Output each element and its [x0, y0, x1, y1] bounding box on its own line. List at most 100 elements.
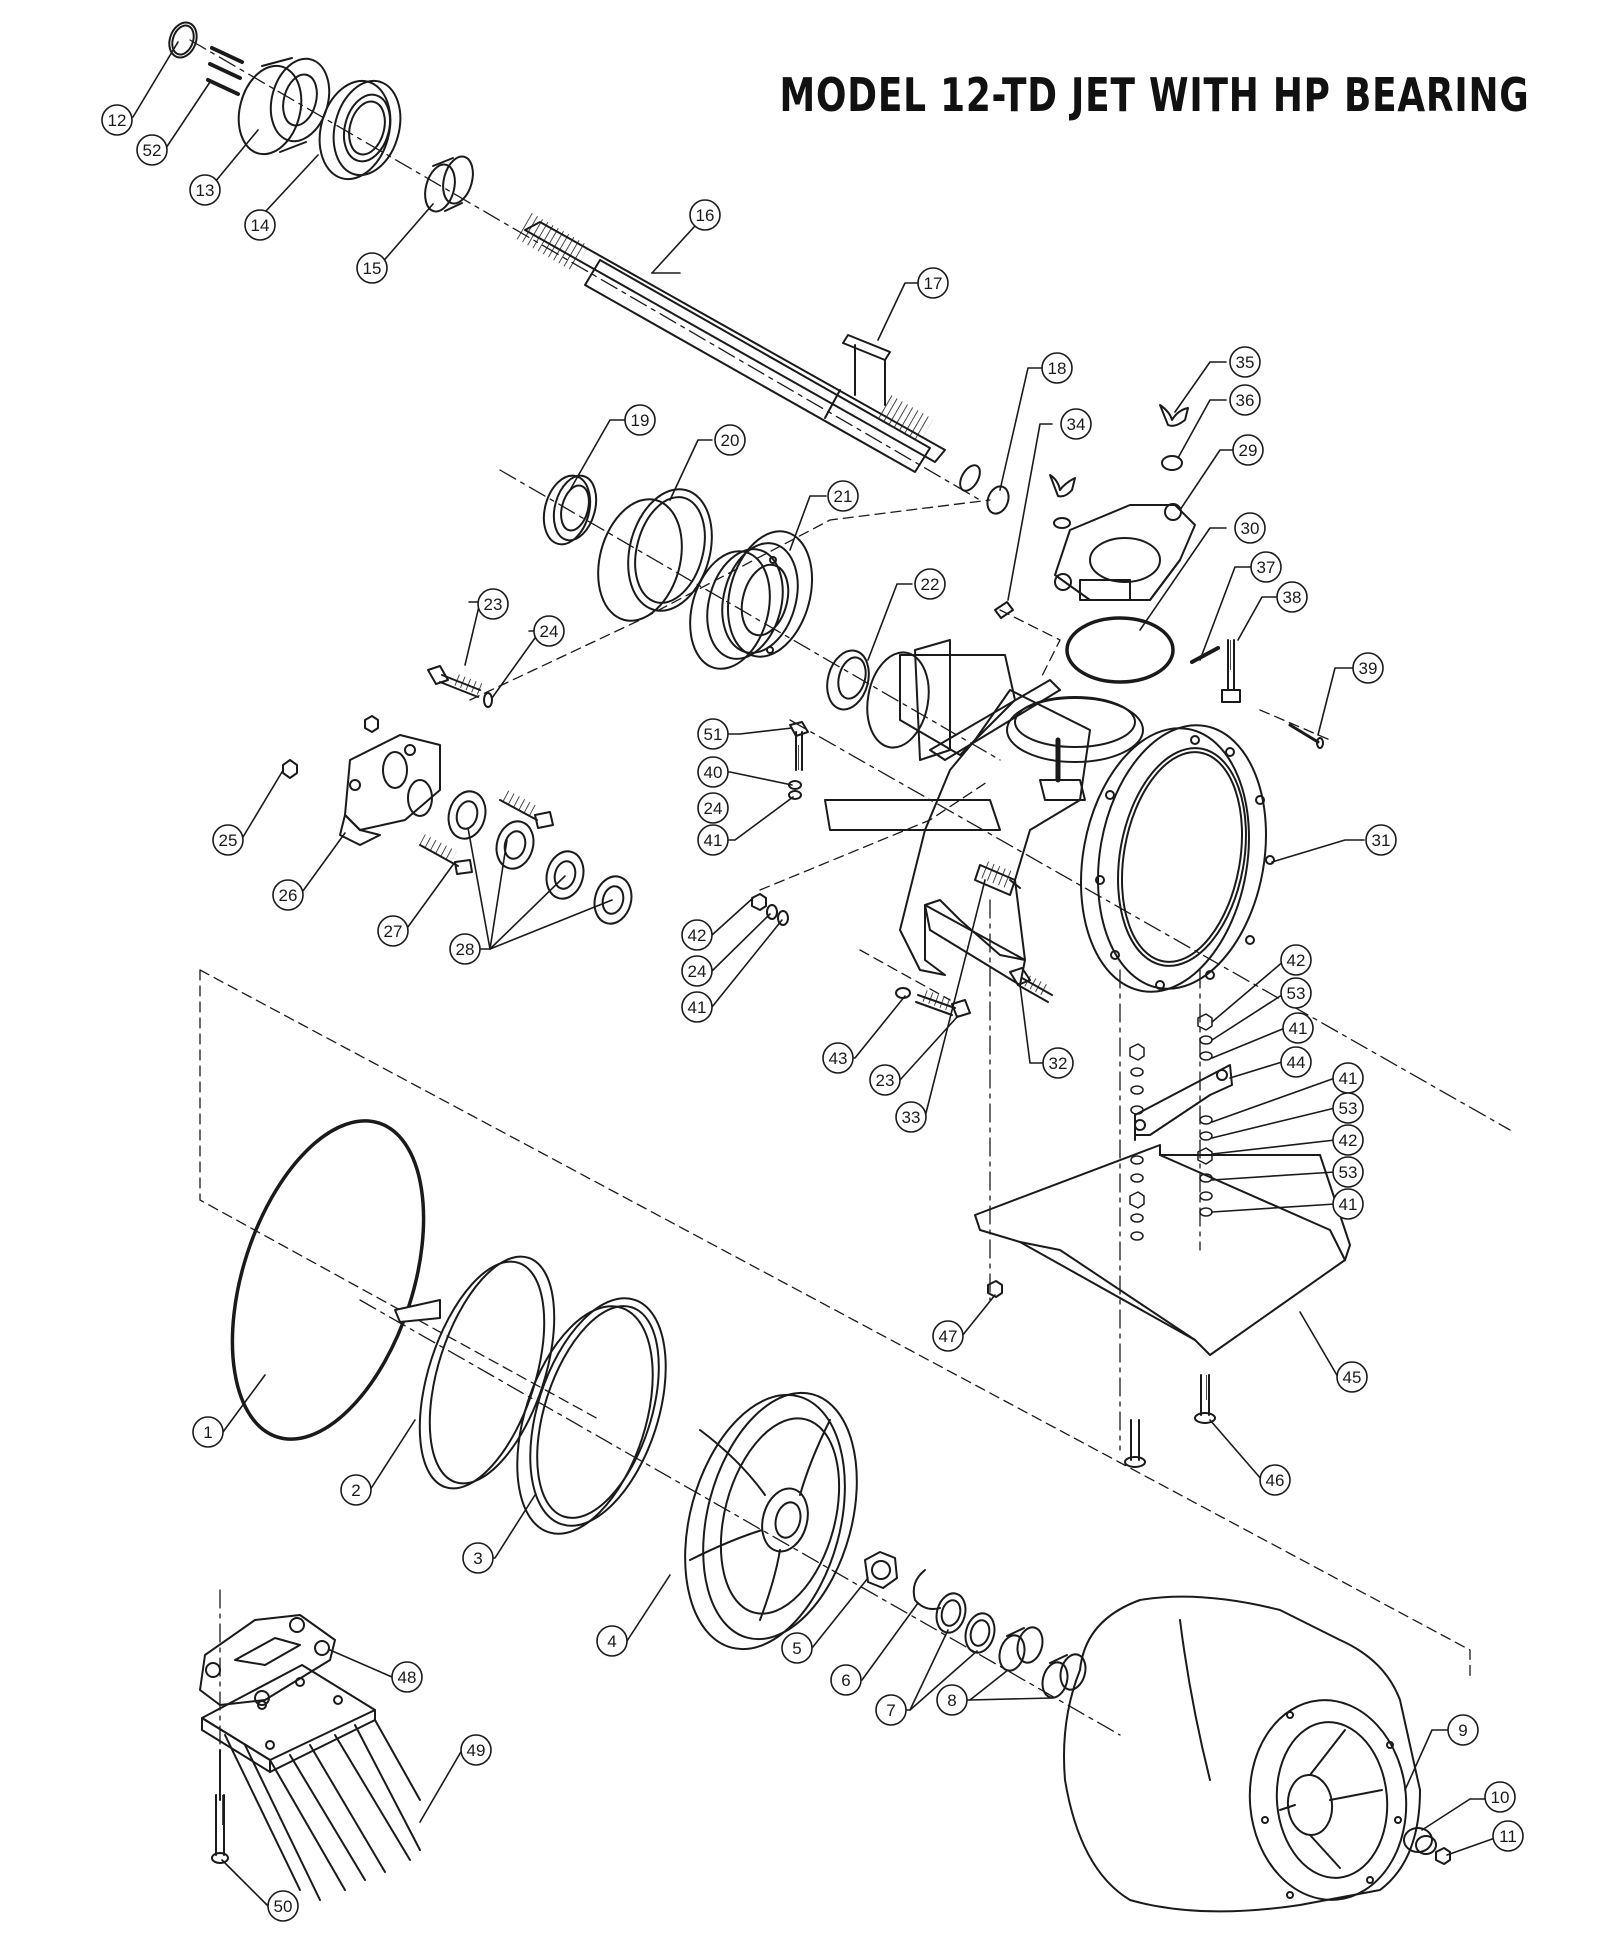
callout-balloon	[356, 252, 388, 284]
callout-26: 26	[272, 879, 304, 911]
callout-balloon	[689, 199, 721, 231]
set-screws-52	[206, 46, 244, 96]
callout-7: 7	[875, 1694, 907, 1726]
callout-balloon	[596, 1625, 628, 1657]
callout-39: 39	[1352, 652, 1384, 684]
callout-21: 21	[827, 480, 859, 512]
callout-number: 5	[792, 1639, 801, 1658]
callout-balloon	[462, 1542, 494, 1574]
callout-29: 29	[1232, 434, 1264, 466]
pin-37	[1190, 646, 1220, 664]
callout-34: 34	[1060, 408, 1092, 440]
washer-36	[1161, 455, 1183, 471]
callout-balloon	[212, 824, 244, 856]
callout-42: 42	[681, 919, 713, 951]
stud-38	[1221, 639, 1241, 703]
callout-number: 14	[251, 216, 270, 235]
callout-balloon	[697, 718, 729, 750]
callout-balloon	[272, 879, 304, 911]
callout-52: 52	[136, 134, 168, 166]
callout-balloon	[830, 1664, 862, 1696]
callout-number: 42	[1339, 1131, 1358, 1150]
callout-balloon	[192, 1416, 224, 1448]
callout-balloon	[1234, 512, 1266, 544]
callout-15: 15	[356, 252, 388, 284]
callout-number: 8	[947, 1691, 956, 1710]
ride-plate-45	[974, 1144, 1351, 1356]
callout-balloon	[681, 955, 713, 987]
callout-number: 42	[1287, 951, 1306, 970]
callout-number: 50	[274, 1897, 293, 1916]
callout-10: 10	[1484, 1781, 1516, 1813]
callout-41: 41	[697, 824, 729, 856]
callout-balloon	[1259, 1464, 1291, 1496]
breather-fitting-at-21	[994, 601, 1014, 619]
callout-number: 51	[704, 725, 723, 744]
steering-mount-29	[1054, 503, 1196, 601]
callout-13: 13	[189, 174, 221, 206]
bolt-27-upper	[499, 788, 554, 829]
callout-53: 53	[1280, 977, 1312, 1009]
callout-number: 24	[688, 962, 707, 981]
snap-ring-6	[912, 1569, 941, 1610]
callout-53-2: 53	[1332, 1092, 1364, 1124]
nozzle-9	[1063, 1595, 1421, 1913]
callout-balloon	[697, 756, 729, 788]
callout-balloon	[936, 1684, 968, 1716]
callout-40: 40	[697, 756, 729, 788]
callout-6: 6	[830, 1664, 862, 1696]
callout-number: 41	[688, 998, 707, 1017]
diagram-title: MODEL 12-TD JET WITH HP BEARING	[780, 68, 1530, 122]
plug-10	[1403, 1827, 1437, 1855]
callout-33: 33	[895, 1101, 927, 1133]
callout-number: 7	[886, 1701, 895, 1720]
bolt-46	[1124, 1374, 1216, 1468]
callout-balloon	[827, 480, 859, 512]
intake-housing-31	[824, 639, 1275, 993]
callout-balloon	[1332, 1156, 1364, 1188]
callout-43: 43	[822, 1042, 854, 1074]
callout-number: 49	[467, 1741, 486, 1760]
callout-balloon	[1447, 1714, 1479, 1746]
callout-50: 50	[267, 1890, 299, 1922]
bearing-cap-26	[339, 734, 441, 846]
bearing-housing-21	[689, 530, 814, 670]
callout-balloon	[460, 1734, 492, 1766]
callout-balloon	[377, 915, 409, 947]
bearing-14	[318, 79, 402, 181]
callout-22: 22	[914, 568, 946, 600]
callout-number: 23	[484, 595, 503, 614]
callout-balloon	[1229, 384, 1261, 416]
callout-number: 53	[1287, 984, 1306, 1003]
wear-ring-20	[597, 488, 713, 622]
callout-number: 24	[540, 622, 559, 641]
wing-nut-34	[1049, 474, 1076, 529]
callout-41-4: 41	[1332, 1062, 1364, 1094]
callout-number: 21	[834, 487, 853, 506]
leader-dashed-lines	[199, 499, 1471, 1681]
callout-18: 18	[1041, 352, 1073, 384]
callout-balloon	[917, 267, 949, 299]
callout-number: 17	[924, 274, 943, 293]
callout-24-3: 24	[681, 955, 713, 987]
callout-balloon	[267, 1890, 299, 1922]
callout-balloon	[1232, 434, 1264, 466]
callout-balloon	[1332, 1092, 1364, 1124]
callout-number: 26	[279, 886, 298, 905]
callout-balloon	[1484, 1781, 1516, 1813]
callout-number: 31	[1372, 831, 1391, 850]
grease-fitting-33	[974, 860, 1021, 896]
callout-number: 53	[1339, 1163, 1358, 1182]
callout-3: 3	[462, 1542, 494, 1574]
bracket-44	[1134, 1064, 1233, 1141]
callout-balloon	[1060, 408, 1092, 440]
callout-19: 19	[624, 404, 656, 436]
callout-number: 41	[1339, 1195, 1358, 1214]
callout-number: 32	[1049, 1054, 1068, 1073]
callout-balloon	[822, 1042, 854, 1074]
callout-number: 45	[1343, 1368, 1362, 1387]
callout-number: 19	[631, 411, 650, 430]
callout-44: 44	[1280, 1046, 1312, 1078]
callout-balloon	[189, 174, 221, 206]
